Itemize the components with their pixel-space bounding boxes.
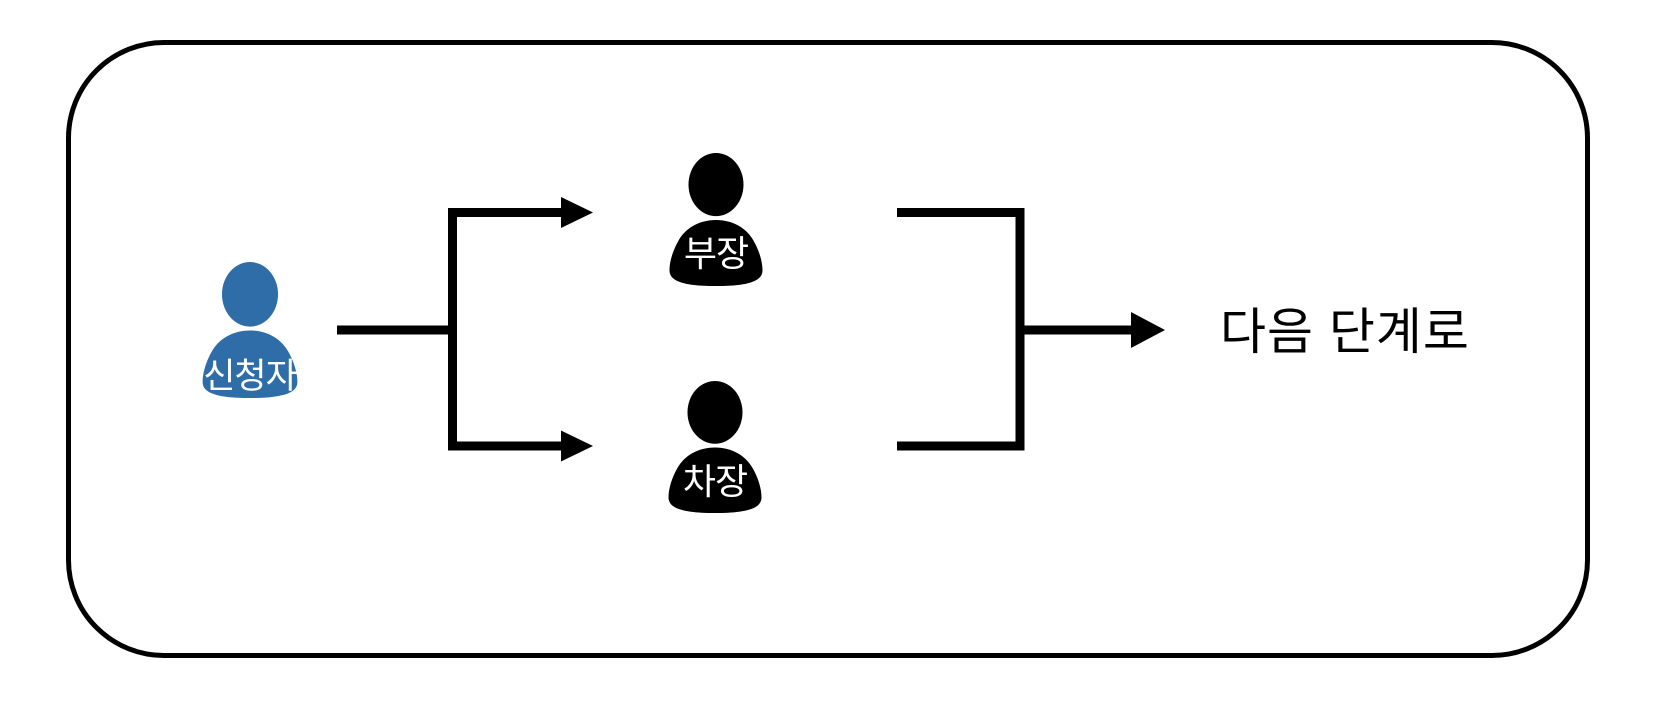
applicant-person-icon (202, 262, 298, 399)
person-head (221, 262, 279, 327)
person-body (669, 220, 763, 287)
approver-2-label: 차장 (682, 461, 748, 503)
next-step-label: 다음 단계로 (1220, 304, 1470, 360)
person-body (668, 447, 762, 514)
person-body (202, 330, 298, 399)
approver-2-person-icon (668, 381, 762, 514)
arrowhead-to-next-step (1131, 312, 1165, 348)
diagram-frame (66, 40, 1590, 658)
approver-1-label: 부장 (683, 233, 749, 275)
approver-1-icon-group: 부장 (664, 153, 768, 287)
applicant-label: 신청자 (203, 357, 298, 397)
arrowhead-to-approver-1 (561, 197, 593, 228)
arrowhead-to-approver-2 (561, 430, 593, 462)
applicant-icon-group: 신청자 (197, 262, 303, 399)
approver-1-person-icon (669, 153, 763, 287)
person-head (688, 153, 744, 217)
approver-2-icon-group: 차장 (663, 381, 767, 514)
person-head (687, 381, 743, 444)
